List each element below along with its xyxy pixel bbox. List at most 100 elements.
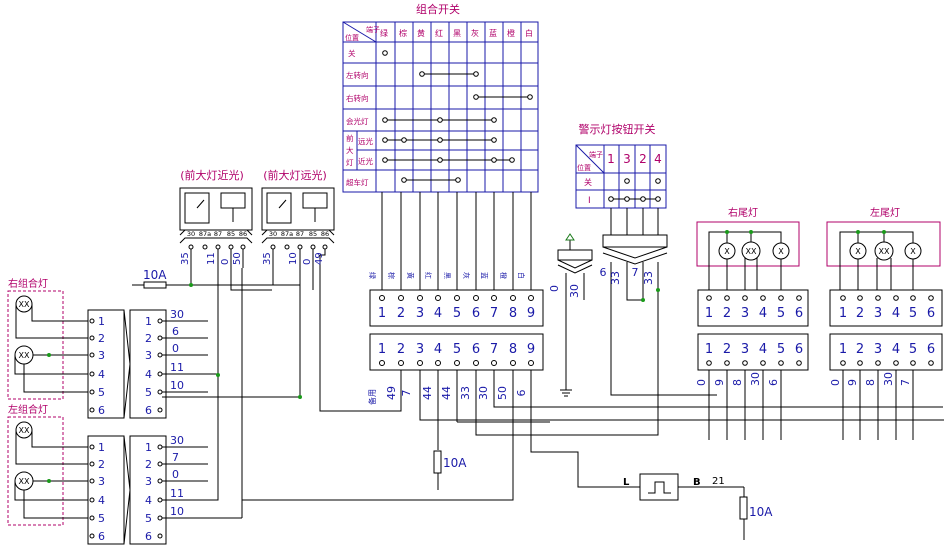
plug-label-44a: 44	[421, 386, 434, 400]
wire-color-1: 绿	[368, 272, 377, 279]
combo-lamp-frames	[7, 290, 64, 526]
wire-color-8: 橙	[499, 272, 508, 279]
rt-top-1: 1	[705, 306, 713, 321]
plug-label-49: 49	[385, 386, 398, 400]
rt-bot-5: 5	[777, 342, 785, 357]
rt-wire-6: 6	[767, 379, 780, 386]
small-conn-wire-30: 30	[568, 284, 581, 298]
rc-wire-11: 11	[170, 361, 184, 374]
combo-wires	[381, 192, 532, 290]
combo-wire-colors: 绿 棕 黄 红 黑 灰 蓝 橙 白	[368, 272, 526, 279]
hazard-wire-7: 7	[632, 266, 639, 279]
lc-pin2-4: 4	[145, 494, 152, 507]
lc-pin-6: 6	[98, 530, 105, 543]
fuse-combo-label: 10A	[443, 456, 467, 470]
bulb-r2: XX	[19, 351, 30, 360]
rt-top-3: 3	[741, 306, 749, 321]
tail-lamp-wiring	[697, 231, 943, 440]
fuse-combo	[433, 450, 442, 490]
lt-top-4: 4	[892, 306, 900, 321]
lc-wire-30: 30	[170, 434, 184, 447]
plug-label-44b: 44	[440, 386, 453, 400]
left-combo-lamp-title: 左组合灯	[8, 403, 48, 416]
tail-bulb-l3: X	[910, 247, 916, 256]
combo-connector	[369, 289, 544, 371]
relay-low-wire-11: 11	[206, 252, 217, 265]
lt-wire-30: 30	[882, 372, 895, 386]
wire-color-7: 蓝	[480, 272, 489, 279]
combo-top-pin-1: 1	[378, 306, 386, 321]
hazard-col-2: 2	[639, 152, 647, 166]
rt-bot-2: 2	[723, 342, 731, 357]
tail-bulb-l2: XX	[879, 247, 890, 256]
plug-label-7: 7	[400, 390, 413, 397]
combo-top-pin-3: 3	[416, 306, 424, 321]
rt-top-6: 6	[795, 306, 803, 321]
lc-pin-3: 3	[98, 475, 105, 488]
lc-pin2-5: 5	[145, 512, 152, 525]
plug-label-spare: 备用	[367, 389, 377, 405]
combo-col-1: 绿	[380, 29, 388, 38]
combo-col-4: 红	[435, 28, 443, 38]
rc-pin-6: 6	[98, 404, 105, 417]
right-tail-lamp-title: 右尾灯	[728, 206, 758, 219]
lc-pin-5: 5	[98, 512, 105, 525]
rc-wire-6: 6	[172, 325, 179, 338]
hazard-header-position: 位置	[577, 163, 591, 172]
lc-wire-0: 0	[172, 468, 179, 481]
left-tail-lamp-title: 左尾灯	[870, 206, 900, 219]
wire-color-6: 灰	[462, 272, 471, 279]
relay-low-wire-0: 0	[220, 259, 231, 265]
bulb-r1: XX	[19, 300, 30, 309]
combo-header-position: 位置	[345, 33, 359, 42]
relay-high-wire-35: 35	[262, 252, 273, 265]
flasher	[639, 473, 748, 540]
rc-wire-0: 0	[172, 342, 179, 355]
combo-lamp-out-wires	[162, 320, 300, 519]
tail-bulb-r2: XX	[746, 247, 757, 256]
wire-color-3: 黄	[406, 272, 415, 279]
combo-bot-pin-5: 5	[453, 342, 461, 357]
flasher-b-label: B	[693, 477, 701, 488]
lt-wire-8: 8	[864, 379, 877, 386]
hazard-col-3: 3	[623, 152, 631, 166]
relay-low-pin-86: 86	[239, 230, 247, 238]
combo-row-high-beam: 远光	[358, 136, 373, 146]
small-connector	[557, 233, 593, 397]
lt-wire-0: 0	[829, 379, 842, 386]
relay-low-pin-30: 30	[187, 230, 195, 238]
rt-bot-1: 1	[705, 342, 713, 357]
combo-col-9: 白	[525, 28, 533, 38]
tail-conn-dots	[706, 295, 934, 366]
combo-lamp-wiring	[14, 304, 88, 519]
relay-high-title: (前大灯远光)	[263, 168, 327, 182]
lt-bot-3: 3	[874, 342, 882, 357]
combo-headlight-1: 前	[346, 133, 354, 143]
plug-label-6: 6	[515, 390, 528, 397]
rt-top-2: 2	[723, 306, 731, 321]
combo-top-pin-6: 6	[472, 306, 480, 321]
combo-headlight-3: 灯	[346, 157, 354, 167]
combo-col-6: 灰	[471, 28, 479, 38]
right-combo-lamp-title: 右组合灯	[8, 277, 48, 290]
lc-pin2-2: 2	[145, 458, 152, 471]
lc-wire-10: 10	[170, 505, 184, 518]
combo-header-terminal: 端子	[366, 25, 380, 34]
combo-switch: 组合开关	[342, 2, 539, 193]
lt-bot-1: 1	[839, 342, 847, 357]
rt-wire-0: 0	[695, 379, 708, 386]
combo-row-meet-light: 会光灯	[346, 116, 369, 126]
lt-bot-2: 2	[856, 342, 864, 357]
rt-bot-6: 6	[795, 342, 803, 357]
rc-pin-3: 3	[98, 349, 105, 362]
relay-low-pin-87a: 87a	[199, 230, 211, 238]
tail-bulb-l1: X	[855, 247, 861, 256]
rc-pin-5: 5	[98, 386, 105, 399]
hazard-row-on: I	[588, 196, 591, 206]
lc-pin2-3: 3	[145, 475, 152, 488]
relay-high-pin-85: 85	[309, 230, 317, 238]
lc-pin-2: 2	[98, 458, 105, 471]
rc-pin2-5: 5	[145, 386, 152, 399]
tail-bulb-r3: X	[778, 247, 784, 256]
